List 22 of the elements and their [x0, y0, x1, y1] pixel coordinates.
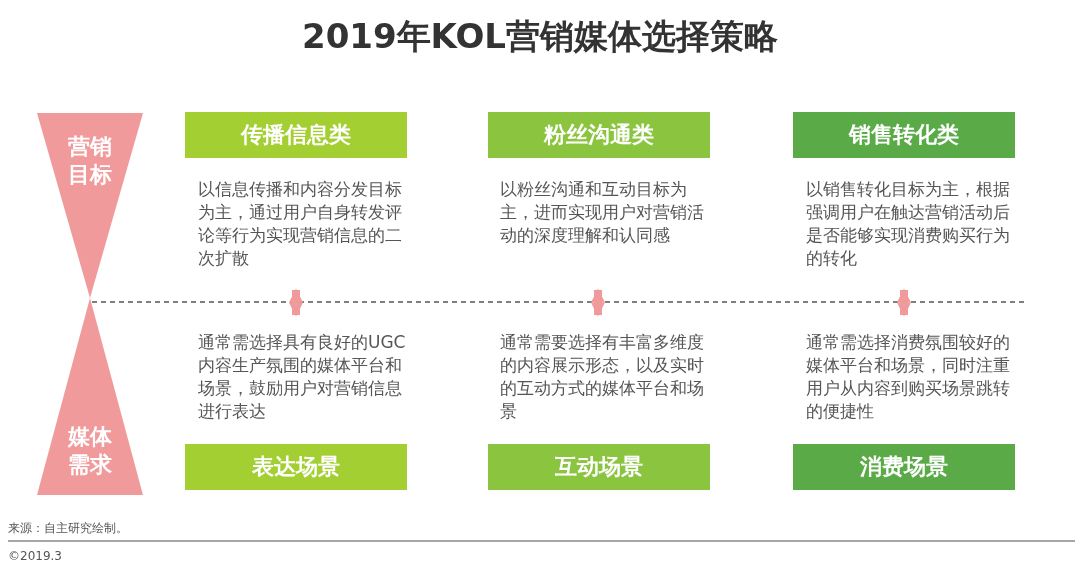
description-text: 通常需要选择有丰富多维度的内容展示形态，以及实时的互动方式的媒体平台和场景	[500, 331, 710, 427]
source-note: 来源：自主研究绘制。	[8, 520, 128, 537]
category-box: 传播信息类	[185, 112, 407, 158]
double-arrow	[289, 288, 303, 317]
description-text: 以粉丝沟通和互动目标为主，进而实现用户对营销活动的深度理解和认同感	[500, 178, 710, 274]
description-text: 以销售转化目标为主，根据强调用户在触达营销活动后是否能够实现消费购买行为的转化	[806, 178, 1016, 274]
category-box: 销售转化类	[793, 112, 1015, 158]
triangle-shape	[37, 113, 143, 298]
title: 2019年KOL营销媒体选择策略	[301, 15, 779, 58]
category-box: 消费场景	[793, 444, 1015, 490]
description-text: 通常需选择消费氛围较好的媒体平台和场景，同时注重用户从内容到购买场景跳转的便捷性	[806, 331, 1016, 427]
category-box: 表达场景	[185, 444, 407, 490]
triangle-label: 媒体需求	[67, 423, 113, 479]
triangle-shape	[37, 298, 143, 495]
double-arrow	[591, 288, 605, 317]
copyright-note: ©2019.3	[8, 549, 62, 563]
category-box: 粉丝沟通类	[488, 112, 710, 158]
category-box: 互动场景	[488, 444, 710, 490]
description-text: 以信息传播和内容分发目标为主，通过用户自身转发评论等行为实现营销信息的二次扩散	[198, 178, 408, 274]
description-text: 通常需选择具有良好的UGC内容生产氛围的媒体平台和场景，鼓励用户对营销信息进行表达	[198, 331, 408, 427]
double-arrow	[897, 288, 911, 317]
triangle-label: 营销目标	[67, 133, 113, 189]
